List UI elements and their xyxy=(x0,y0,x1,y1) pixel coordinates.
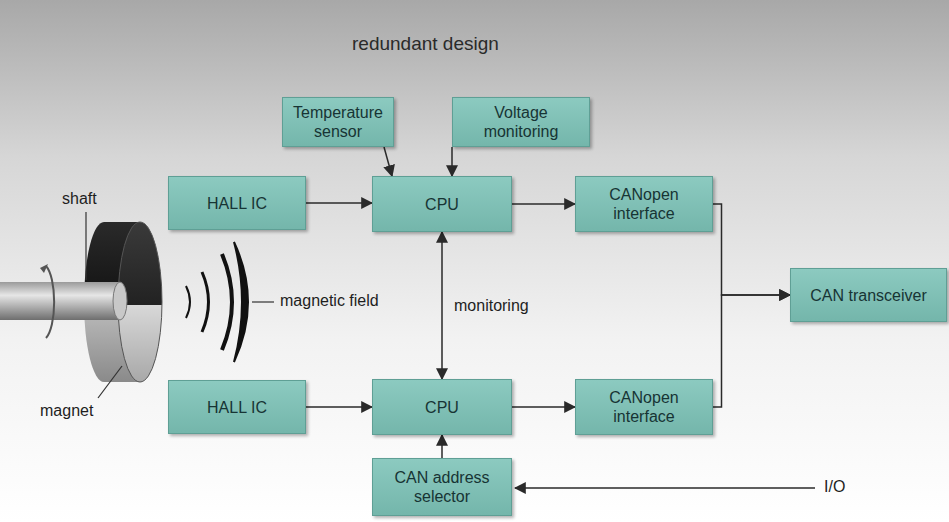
cpu-box: CPU xyxy=(372,379,512,435)
rotation-arrow xyxy=(46,266,54,338)
sensor-box: Temperature sensor xyxy=(282,97,394,147)
box-label: Temperature sensor xyxy=(289,103,387,141)
io-wire xyxy=(515,487,815,489)
connector-arrow xyxy=(441,435,443,458)
box-label: HALL IC xyxy=(207,194,267,213)
box-label: CPU xyxy=(425,195,459,214)
connector-arrow xyxy=(384,147,392,176)
part-label: magnet xyxy=(40,402,93,420)
connector-arrow xyxy=(306,406,372,408)
shaft xyxy=(0,264,127,338)
box-label: CPU xyxy=(425,398,459,417)
connector-arrow xyxy=(451,147,453,176)
part-label: shaft xyxy=(62,190,97,208)
process-box: HALL IC xyxy=(168,176,306,230)
connector-arrow xyxy=(713,204,790,295)
interface-box: CANopen interface xyxy=(575,176,713,232)
box-label: CANopen interface xyxy=(582,185,706,223)
selector-box: CAN address selector xyxy=(372,458,512,516)
leader-lines xyxy=(86,212,274,398)
connector-arrow xyxy=(441,232,443,379)
part-label: magnetic field xyxy=(280,292,379,310)
box-label: CAN transceiver xyxy=(810,286,926,305)
diagram-title: redundant design xyxy=(352,33,499,55)
box-label: HALL IC xyxy=(207,398,267,417)
box-label: CAN address selector xyxy=(379,468,505,506)
box-label: Voltage monitoring xyxy=(459,103,583,141)
transceiver-box: CAN transceiver xyxy=(790,268,947,322)
part-label: I/O xyxy=(824,478,845,496)
connector-arrow xyxy=(512,406,575,408)
magnetic-field-arcs xyxy=(186,242,248,362)
cpu-box: CPU xyxy=(372,176,512,232)
sensor-box: Voltage monitoring xyxy=(452,97,590,147)
interface-box: CANopen interface xyxy=(575,379,713,435)
process-box: HALL IC xyxy=(168,380,306,434)
connector-arrow xyxy=(512,203,575,205)
connector-label: monitoring xyxy=(454,297,529,315)
connector-arrow xyxy=(306,202,372,204)
box-label: CANopen interface xyxy=(582,388,706,426)
connector-arrow xyxy=(713,295,790,407)
